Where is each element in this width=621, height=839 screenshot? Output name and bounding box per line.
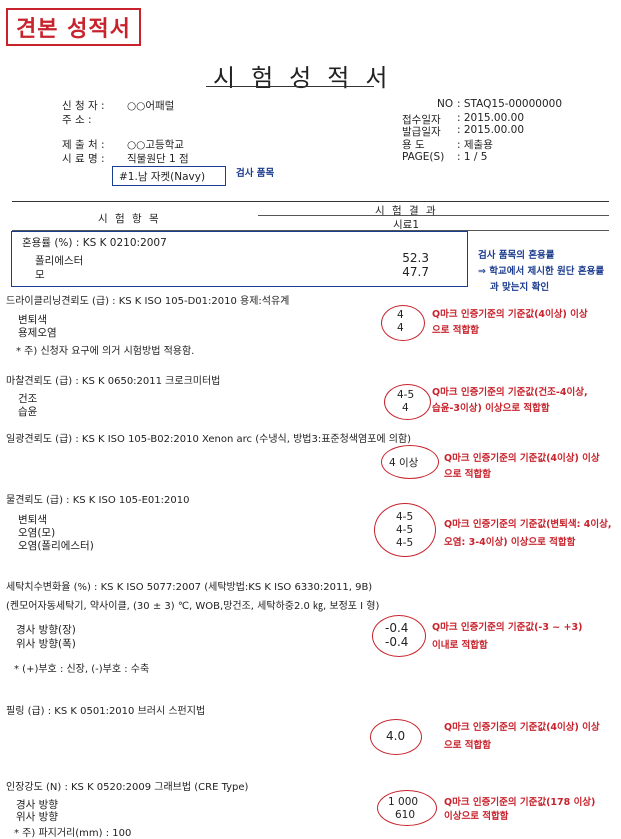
rubbing-note-2: 습윤-3이상) 이상으로 적합함 — [432, 403, 550, 414]
sample-value: 직물원단 1 점 — [127, 153, 189, 165]
rubbing-title: 마찰견뢰도 (급) : KS K 0650:2011 크로크미터법 — [6, 376, 221, 387]
water-label-2: 오염(모) — [18, 527, 56, 539]
tensile-value-2: 610 — [395, 809, 416, 821]
water-value-1: 4-5 — [396, 511, 414, 523]
water-title: 물견뢰도 (급) : KS K ISO 105-E01:2010 — [6, 495, 190, 506]
issued-label: 발급일자 — [402, 126, 441, 138]
drycleaning-value-1: 4 — [397, 309, 404, 321]
drycleaning-label-1: 변퇴색 — [18, 314, 47, 326]
laundering-value-2: -0.4 — [385, 635, 409, 649]
item-name: #1.남 자켓(Navy) — [119, 171, 206, 183]
title-underline — [206, 86, 374, 87]
pilling-title: 필링 (급) : KS K 0501:2010 브러시 스펀지법 — [6, 706, 206, 717]
item-box — [112, 166, 226, 186]
water-note-1: Q마크 인증기준의 기준값(변퇴색: 4이상, — [444, 519, 612, 530]
light-title: 일광견뢰도 (급) : KS K ISO 105-B02:2010 Xenon … — [6, 434, 412, 445]
light-result-circle — [381, 445, 439, 479]
page-label: PAGE(S) — [402, 151, 445, 163]
drycleaning-footnote: * 주) 신청자 요구에 의거 시험방법 적용함. — [16, 346, 195, 357]
blend-label-wool: 모 — [35, 269, 45, 281]
light-note-1: Q마크 인증기준의 기준값(4이상) 이상 — [444, 453, 600, 464]
no-value: : STAQ15-00000000 — [457, 98, 562, 110]
purpose-label: 용 도 — [402, 139, 425, 151]
light-value: 4 이상 — [389, 457, 419, 469]
tensile-value-1: 1 000 — [388, 796, 419, 808]
pilling-note-2: 으로 적합함 — [444, 740, 492, 751]
item-note: 검사 품목 — [236, 168, 275, 179]
page-value: : 1 / 5 — [457, 151, 488, 163]
tensile-title: 인장강도 (N) : KS K 0520:2009 그래브법 (CRE Type… — [6, 782, 249, 793]
submitter-label: 제 출 처 : — [62, 139, 105, 151]
rubbing-value-2: 4 — [402, 402, 409, 414]
water-label-3: 오염(폴리에스터) — [18, 540, 94, 552]
rubbing-value-1: 4-5 — [397, 389, 415, 401]
laundering-footnote: * (+)부호 : 신장, (-)부호 : 수축 — [14, 664, 150, 675]
received-label: 접수일자 — [402, 114, 441, 126]
drycleaning-note-2: 으로 적합함 — [432, 325, 480, 336]
sample-label: 시 료 명 : — [62, 153, 105, 165]
header-mid-rule — [258, 215, 609, 216]
address-label: 주 소 : — [62, 114, 92, 126]
table-top-rule — [12, 201, 609, 202]
header-bottom-rule — [12, 230, 609, 231]
blend-value-wool: 47.7 — [402, 265, 429, 279]
blend-note-1: 검사 품목의 혼용률 — [478, 250, 555, 261]
blend-label-polyester: 폴리에스터 — [35, 255, 84, 267]
laundering-note-1: Q마크 인증기준의 기준값(-3 ~ +3) — [432, 622, 583, 633]
header-test-results: 시 험 결 과 — [375, 205, 438, 217]
drycleaning-label-2: 용제오염 — [18, 327, 57, 339]
rubbing-result-circle — [384, 384, 431, 420]
rubbing-label-1: 건조 — [18, 393, 38, 405]
rubbing-label-2: 습윤 — [18, 406, 38, 418]
tensile-label-2: 위사 방향 — [16, 811, 58, 823]
blend-note-2: ⇒ 학교에서 제시한 원단 혼용률 — [478, 266, 605, 277]
received-value: : 2015.00.00 — [457, 112, 524, 124]
pilling-value: 4.0 — [386, 729, 406, 743]
blend-box — [11, 231, 468, 287]
applicant-label: 신 청 자 : — [62, 100, 105, 112]
pilling-result-circle — [370, 719, 422, 755]
tensile-note-2: 이상으로 적합함 — [444, 811, 509, 822]
laundering-label-1: 경사 방향(장) — [16, 624, 76, 636]
no-label: NO — [437, 98, 454, 110]
rubbing-note-1: Q마크 인증기준의 기준값(건조-4이상, — [432, 387, 588, 398]
laundering-result-circle — [372, 615, 426, 657]
tensile-label-1: 경사 방향 — [16, 799, 58, 811]
pilling-note-1: Q마크 인증기준의 기준값(4이상) 이상 — [444, 722, 600, 733]
submitter-value: ○○고등학교 — [127, 139, 184, 151]
light-note-2: 으로 적합함 — [444, 469, 492, 480]
blend-note-3: 과 맞는지 확인 — [490, 282, 550, 293]
water-value-2: 4-5 — [396, 524, 414, 536]
water-result-circle — [374, 503, 436, 557]
water-note-2: 오염: 3-4이상) 이상으로 적합함 — [444, 537, 576, 548]
water-value-3: 4-5 — [396, 537, 414, 549]
drycleaning-note-1: Q마크 인증기준의 기준값(4이상) 이상 — [432, 309, 588, 320]
water-label-1: 변퇴색 — [18, 514, 47, 526]
drycleaning-result-circle — [381, 305, 425, 341]
laundering-label-2: 위사 방향(폭) — [16, 638, 76, 650]
tensile-result-circle — [377, 790, 437, 826]
page-title: 시험성적서 — [213, 64, 404, 92]
laundering-title: 세탁치수변화율 (%) : KS K ISO 5077:2007 (세탁방법:K… — [6, 582, 373, 593]
purpose-value: : 제출용 — [457, 139, 493, 151]
laundering-value-1: -0.4 — [385, 621, 409, 635]
issued-value: : 2015.00.00 — [457, 124, 524, 136]
sample-report-stamp: 견본 성적서 — [6, 8, 141, 46]
header-test-items: 시 험 항 목 — [98, 213, 161, 225]
header-sample: 시료1 — [393, 219, 420, 231]
applicant-value: ○○어패럴 — [127, 100, 175, 112]
laundering-note-2: 이내로 적합함 — [432, 640, 488, 651]
laundering-condition: (켄모어자동세탁기, 약사이클, (30 ± 3) ℃, WOB,망건조, 세탁… — [6, 601, 380, 612]
drycleaning-title: 드라이클리닝견뢰도 (급) : KS K ISO 105-D01:2010 용제… — [6, 296, 290, 307]
drycleaning-value-2: 4 — [397, 322, 404, 334]
blend-value-polyester: 52.3 — [402, 251, 429, 265]
blend-title: 혼용률 (%) : KS K 0210:2007 — [22, 237, 167, 249]
tensile-footnote: * 주) 파지거리(mm) : 100 — [14, 828, 132, 839]
tensile-note-1: Q마크 인증기준의 기준값(178 이상) — [444, 797, 596, 808]
